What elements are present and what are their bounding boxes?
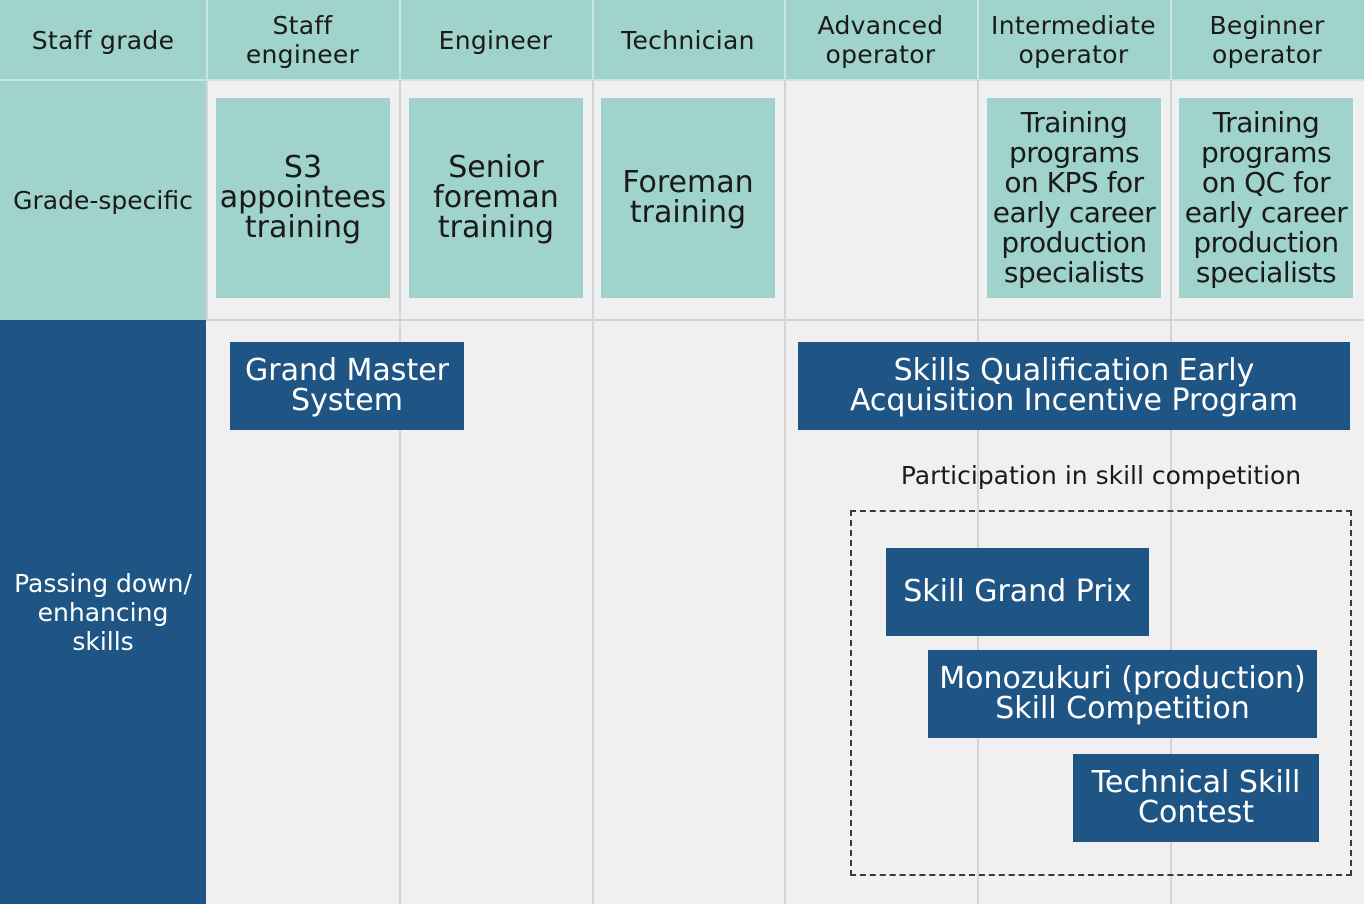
- header-divider: [206, 0, 208, 80]
- technical-skill-contest-box: Technical Skill Contest: [1073, 754, 1319, 842]
- column-divider: [592, 80, 594, 904]
- competition-label: Monozukuri (production) Skill Competitio…: [939, 661, 1306, 726]
- column-divider: [784, 80, 786, 904]
- program-label: Foreman training: [622, 165, 754, 230]
- competition-caption: Participation in skill competition: [900, 461, 1302, 490]
- grade-specific-label: Grade-specific: [13, 185, 193, 215]
- column-label: Engineer: [438, 25, 553, 55]
- header-divider: [977, 0, 979, 80]
- header-advanced-operator: Advanced operator: [784, 0, 977, 80]
- skills-label-cell: Passing down/ enhancing skills: [0, 320, 206, 904]
- skills-label: Passing down/ enhancing skills: [14, 568, 192, 656]
- column-divider: [977, 80, 979, 904]
- column-divider: [399, 80, 401, 904]
- grand-master-system-label: Grand Master System: [244, 353, 449, 418]
- program-label: Training programs on KPS for early caree…: [992, 106, 1156, 289]
- program-senior-foreman-training: Senior foreman training: [409, 98, 583, 298]
- header-divider: [592, 0, 594, 80]
- program-label: Senior foreman training: [433, 150, 559, 245]
- header-bottom-line: [0, 79, 1364, 81]
- competition-label: Technical Skill Contest: [1091, 765, 1301, 830]
- column-divider: [1170, 80, 1172, 904]
- program-foreman-training: Foreman training: [601, 98, 775, 298]
- header-divider: [1170, 0, 1172, 80]
- program-qc-training: Training programs on QC for early career…: [1179, 98, 1353, 298]
- competition-group-frame: [850, 510, 1352, 876]
- program-label: Training programs on QC for early career…: [1184, 106, 1348, 289]
- grade-specific-label-cell: Grade-specific: [0, 80, 206, 320]
- header-engineer: Engineer: [399, 0, 592, 80]
- competition-label: Skill Grand Prix: [903, 574, 1132, 609]
- column-label: Beginner operator: [1209, 11, 1325, 69]
- monozukuri-competition-box: Monozukuri (production) Skill Competitio…: [928, 650, 1317, 738]
- column-label: Advanced operator: [817, 11, 944, 69]
- program-s3-appointees-training: S3 appointees training: [216, 98, 390, 298]
- header-intermediate-operator: Intermediate operator: [977, 0, 1170, 80]
- program-label: S3 appointees training: [219, 150, 387, 245]
- column-label: Staff engineer: [245, 11, 360, 69]
- header-row-label-cell: Staff grade: [0, 0, 206, 80]
- header-staff-engineer: Staff engineer: [206, 0, 399, 80]
- staff-grade-label: Staff grade: [31, 25, 175, 55]
- column-label: Technician: [621, 25, 755, 55]
- early-acquisition-program-box: Skills Qualification Early Acquisition I…: [798, 342, 1350, 430]
- program-kps-training: Training programs on KPS for early caree…: [987, 98, 1161, 298]
- early-acquisition-program-label: Skills Qualification Early Acquisition I…: [849, 353, 1299, 418]
- header-divider: [399, 0, 401, 80]
- skill-grand-prix-box: Skill Grand Prix: [886, 548, 1149, 636]
- header-divider: [784, 0, 786, 80]
- header-technician: Technician: [592, 0, 784, 80]
- column-label: Intermediate operator: [991, 11, 1156, 69]
- header-beginner-operator: Beginner operator: [1170, 0, 1364, 80]
- grand-master-system-box: Grand Master System: [230, 342, 464, 430]
- column-divider: [206, 80, 208, 320]
- header-row: [0, 0, 1364, 80]
